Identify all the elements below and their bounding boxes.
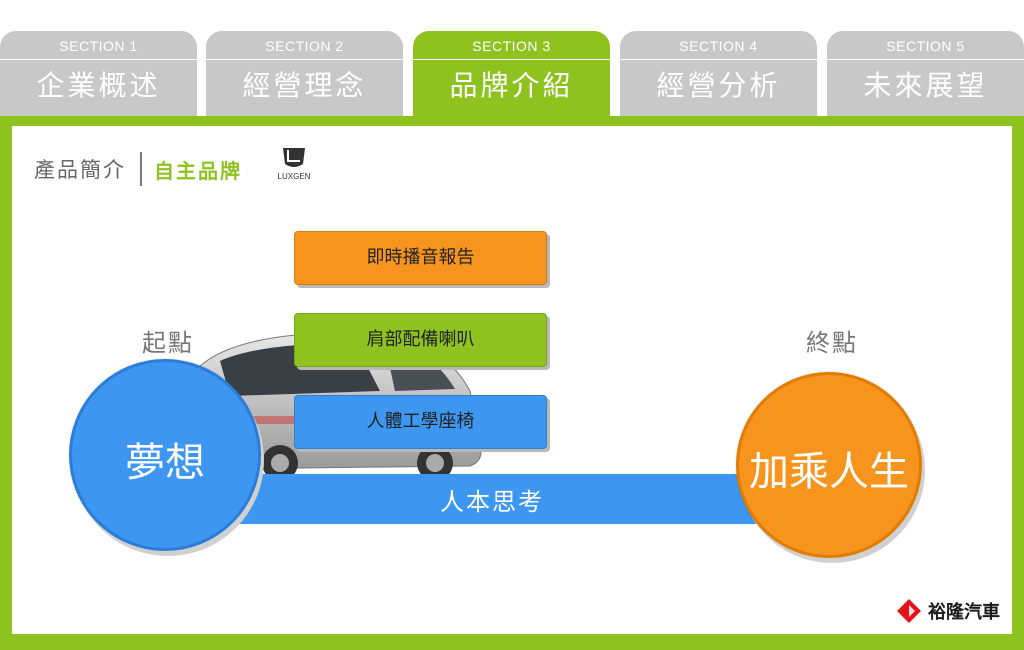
feature-box-ergonomic-seat[interactable]: 人體工學座椅 — [294, 395, 547, 449]
breadcrumb-parent[interactable]: 產品簡介 — [34, 158, 126, 182]
tab-section-number: SECTION 2 — [206, 31, 403, 60]
tab-section-2[interactable]: SECTION 2 經營理念 — [206, 31, 403, 116]
luxgen-logo-icon: LUXGEN — [278, 148, 311, 181]
tab-section-number: SECTION 5 — [827, 31, 1024, 60]
tab-section-number: SECTION 1 — [0, 31, 197, 60]
tab-section-4[interactable]: SECTION 4 經營分析 — [620, 31, 817, 116]
yulon-diamond-icon — [897, 599, 921, 623]
dream-circle-text: 夢想 — [125, 440, 205, 486]
breadcrumb-divider — [140, 152, 142, 186]
feature-box-broadcast[interactable]: 即時播音報告 — [294, 231, 547, 285]
tab-section-number: SECTION 3 — [413, 31, 610, 60]
breadcrumb-current: 自主品牌 — [154, 158, 242, 183]
bar-label: 人本思考 — [440, 488, 544, 516]
human-centric-bar: 人本思考 — [212, 474, 772, 524]
tab-section-5[interactable]: SECTION 5 未來展望 — [827, 31, 1024, 116]
content-panel: 產品簡介 自主品牌 LUXGEN — [12, 126, 1012, 634]
life-circle-text: 加乘人生 — [749, 449, 909, 495]
end-label: 終點 — [806, 329, 858, 357]
tab-section-number: SECTION 4 — [620, 31, 817, 60]
section-tabs: SECTION 1 企業概述 SECTION 2 經營理念 SECTION 3 … — [0, 0, 1024, 116]
tab-title: 未來展望 — [863, 69, 988, 102]
breadcrumb: 產品簡介 自主品牌 — [34, 152, 242, 186]
luxgen-logo-text: LUXGEN — [278, 172, 311, 181]
tab-title: 經營理念 — [242, 69, 367, 102]
life-circle: 加乘人生 — [736, 372, 922, 558]
dream-circle: 夢想 — [69, 359, 261, 551]
company-name: 裕隆汽車 — [928, 602, 1000, 623]
start-label: 起點 — [142, 329, 194, 357]
tab-title: 品牌介紹 — [449, 69, 574, 102]
tab-title: 經營分析 — [656, 69, 781, 102]
feature-box-shoulder-speaker[interactable]: 肩部配備喇叭 — [294, 313, 547, 367]
tab-section-1[interactable]: SECTION 1 企業概述 — [0, 31, 197, 116]
company-logo: 裕隆汽車 — [896, 598, 1000, 624]
content-frame: 產品簡介 自主品牌 LUXGEN — [0, 116, 1024, 650]
tab-section-3[interactable]: SECTION 3 品牌介紹 — [413, 31, 610, 116]
tab-title: 企業概述 — [36, 69, 161, 102]
